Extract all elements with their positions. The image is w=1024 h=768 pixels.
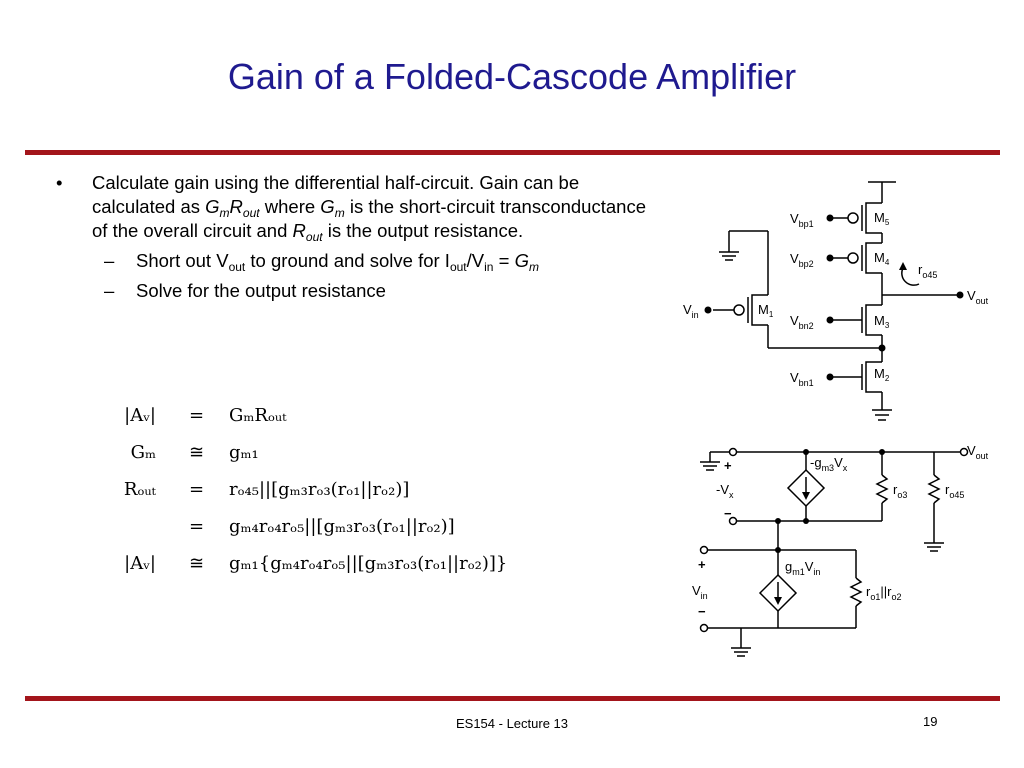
label-ro3: ro3 <box>893 482 907 500</box>
eq-rhs: gₘ₁{gₘ₄rₒ₄rₒ₅||[gₘ₃rₒ₃(rₒ₁||rₒ₂)]} <box>229 553 508 574</box>
label-vin-ss: Vin <box>692 583 708 601</box>
label-gm1vin: gm1Vin <box>785 559 820 577</box>
label-minus-vx: − <box>724 506 732 521</box>
label-m3: M3 <box>874 313 890 330</box>
top-divider <box>25 150 1000 155</box>
page-number: 19 <box>923 714 938 729</box>
label-ro1-ro2: ro1||ro2 <box>866 584 901 602</box>
label-ro45-ss: ro45 <box>945 482 964 500</box>
bullet-main: • Calculate gain using the differential … <box>56 171 646 243</box>
label-vin: Vin <box>683 302 699 320</box>
subbullet-dash: – <box>104 280 115 301</box>
eq-lhs: |Aᵥ| <box>124 405 156 426</box>
label-vbp1: Vbp1 <box>790 211 814 229</box>
eq-relation: ≅ <box>188 442 205 463</box>
subbullet-short-out: – Short out Vout to ground and solve for… <box>104 250 539 274</box>
bullet-text-4: is the output resistance. <box>322 220 524 241</box>
slide-title: Gain of a Folded-Cascode Amplifier <box>227 56 797 97</box>
eq-relation: ≅ <box>188 553 205 574</box>
bullet-list: • Calculate gain using the differential … <box>56 171 646 303</box>
equation-row: |Aᵥ| ≅ gₘ₁{gₘ₄rₒ₄rₒ₅||[gₘ₃rₒ₃(rₒ₁||rₒ₂)]} <box>96 545 507 582</box>
eq-lhs: Rₒᵤₜ <box>123 479 156 500</box>
eq-rhs: rₒ₄₅||[gₘ₃rₒ₃(rₒ₁||rₒ₂)] <box>229 479 410 500</box>
rout-symbol: Rout <box>292 220 323 244</box>
equation-row: Rₒᵤₜ = rₒ₄₅||[gₘ₃rₒ₃(rₒ₁||rₒ₂)] <box>96 471 507 508</box>
terminals <box>699 447 969 633</box>
label-m2: M2 <box>874 366 890 383</box>
subbullet-output-resistance: – Solve for the output resistance <box>104 280 386 301</box>
subbullet-dash: – <box>104 250 115 271</box>
equation-row: Gₘ ≅ gₘ₁ <box>96 434 507 471</box>
eq-rhs: gₘ₄rₒ₄rₒ₅||[gₘ₃rₒ₃(rₒ₁||rₒ₂)] <box>229 516 455 537</box>
equation-row: |Aᵥ| = GₘRₒᵤₜ <box>96 397 507 434</box>
eq-relation: = <box>188 405 205 426</box>
bullet-text-1: Calculate gain using the differential ha… <box>92 172 580 217</box>
schematic-labels: Vbp1 Vbp2 Vbn2 Vbn1 Vin Vout M5 M4 M3 M2… <box>683 210 989 619</box>
schematic-dots <box>704 214 964 381</box>
label-vout: Vout <box>967 288 989 306</box>
gm-symbol-2: Gm <box>320 196 345 220</box>
label-m4: M4 <box>874 250 890 267</box>
eq-relation: = <box>188 516 205 537</box>
gm-symbol-3: Gm <box>514 250 539 274</box>
label-m5: M5 <box>874 210 890 227</box>
eq-rhs: gₘ₁ <box>229 442 259 463</box>
bullet-text-3: is the short-circuit transconductance of… <box>92 196 646 241</box>
gm-symbol: GmRout <box>205 196 260 220</box>
label-vbn1: Vbn1 <box>790 370 814 388</box>
label-vbp2: Vbp2 <box>790 251 814 269</box>
eq-lhs: Gₘ <box>130 442 156 463</box>
equation-row: = gₘ₄rₒ₄rₒ₅||[gₘ₃rₒ₃(rₒ₁||rₒ₂)] <box>96 508 507 545</box>
label-m1: M1 <box>758 302 774 319</box>
label-plus-vx: + <box>724 458 732 473</box>
circuit-diagrams: Vbp1 Vbp2 Vbn2 Vbn1 Vin Vout M5 M4 M3 M2… <box>683 181 989 657</box>
label-vbn2: Vbn2 <box>790 313 814 331</box>
bullet-text-2: where <box>259 196 321 217</box>
junction-dots <box>775 449 885 553</box>
footer-text: ES154 - Lecture 13 <box>455 716 569 731</box>
bottom-divider <box>25 696 1000 701</box>
label-gm3vx: -gm3Vx <box>810 455 848 473</box>
gain-equations: |Aᵥ| = GₘRₒᵤₜ Gₘ ≅ gₘ₁ Rₒᵤₜ = rₒ₄₅||[gₘ₃rₒ₃(rₒ… <box>96 397 507 582</box>
bullet-dot: • <box>56 172 63 193</box>
label-neg-vx: -Vx <box>716 482 734 500</box>
label-vout-ss: Vout <box>967 443 989 461</box>
eq-lhs: |Aᵥ| <box>124 553 156 574</box>
label-minus-vin: − <box>698 604 706 619</box>
label-ro45: ro45 <box>918 262 937 280</box>
small-signal-schematic <box>700 451 964 657</box>
label-plus-vin: + <box>698 557 706 572</box>
folded-cascode-schematic <box>713 181 960 421</box>
eq-relation: = <box>188 479 205 500</box>
source-arrows <box>774 477 810 605</box>
eq-rhs: GₘRₒᵤₜ <box>229 405 287 426</box>
